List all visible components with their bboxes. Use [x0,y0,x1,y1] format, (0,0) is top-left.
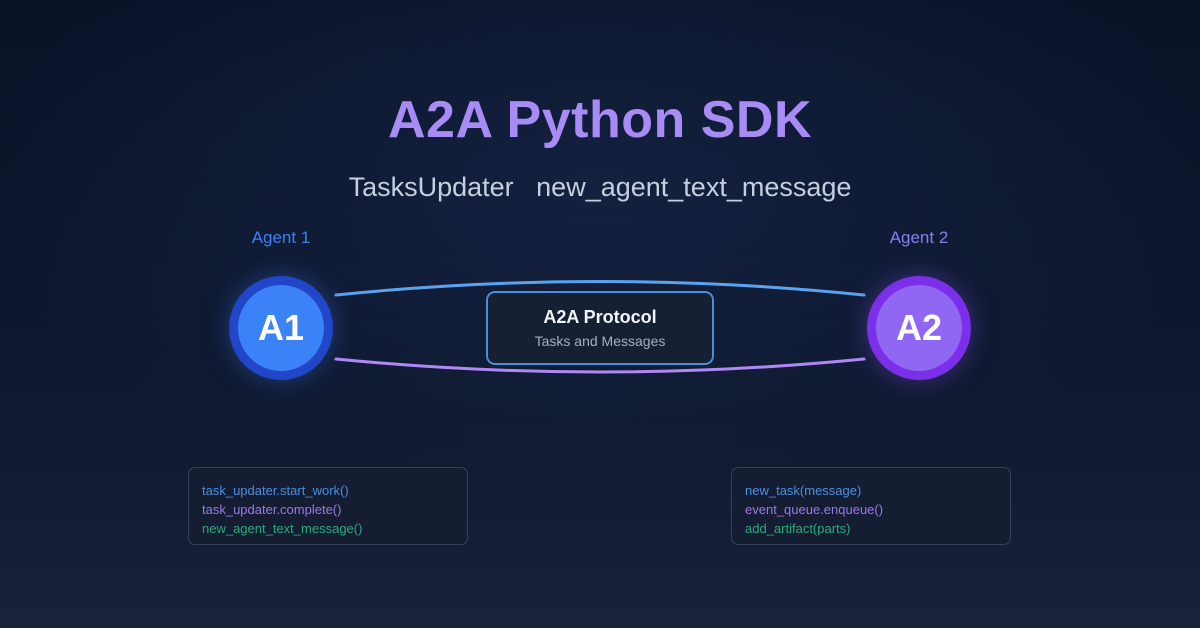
page-subtitle: TasksUpdater new_agent_text_message [348,172,852,202]
agent-2-label: Agent 2 [889,228,949,247]
code-line: task_updater.start_work() [202,483,349,498]
code-line: new_agent_text_message() [202,521,363,536]
agent-2-node[interactable]: A2 [867,276,971,380]
protocol-subtitle: Tasks and Messages [534,333,666,349]
protocol-card: A2A Protocol Tasks and Messages [486,291,714,365]
page-title: A2A Python SDK [388,91,812,149]
left-code-panel: task_updater.start_work() task_updater.c… [188,467,468,545]
right-code-panel: new_task(message) event_queue.enqueue() … [731,467,1011,545]
bottom-link-path [334,357,866,374]
agent-1-label: Agent 1 [251,228,311,247]
protocol-title: A2A Protocol [543,307,657,327]
agent-2-initials: A2 [895,307,943,348]
code-line: new_task(message) [745,483,862,498]
agent-1-initials: A1 [257,307,305,348]
code-line: add_artifact(parts) [745,521,851,536]
code-line: task_updater.complete() [202,502,342,517]
top-link-path [334,280,866,297]
agent-1-node[interactable]: A1 [229,276,333,380]
code-line: event_queue.enqueue() [745,502,884,517]
